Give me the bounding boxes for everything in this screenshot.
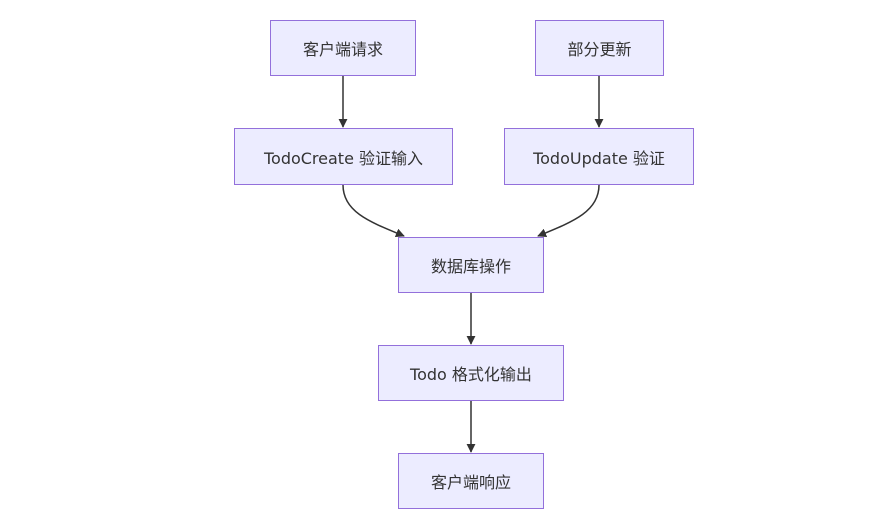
node-todo-create-validate: TodoCreate 验证输入 <box>234 128 453 185</box>
node-client-request-label: 客户端请求 <box>302 40 383 59</box>
node-client-response: 客户端响应 <box>398 453 544 509</box>
node-todo-update-validate-label: TodoUpdate 验证 <box>533 148 665 168</box>
node-todo-format-output: Todo 格式化输出 <box>378 345 564 401</box>
edge-todo-update-to-db-operation <box>537 184 600 238</box>
edge-todo-create-to-db-operation <box>342 184 405 238</box>
node-partial-update-label: 部分更新 <box>567 40 632 59</box>
node-todo-create-validate-label: TodoCreate 验证输入 <box>263 148 424 168</box>
node-todo-update-validate: TodoUpdate 验证 <box>504 128 694 185</box>
node-partial-update: 部分更新 <box>535 20 664 76</box>
node-todo-format-output-label: Todo 格式化输出 <box>410 365 532 384</box>
node-db-operation: 数据库操作 <box>398 237 544 293</box>
node-client-request: 客户端请求 <box>270 20 416 76</box>
node-db-operation-label: 数据库操作 <box>430 257 511 276</box>
node-client-response-label: 客户端响应 <box>430 473 511 492</box>
